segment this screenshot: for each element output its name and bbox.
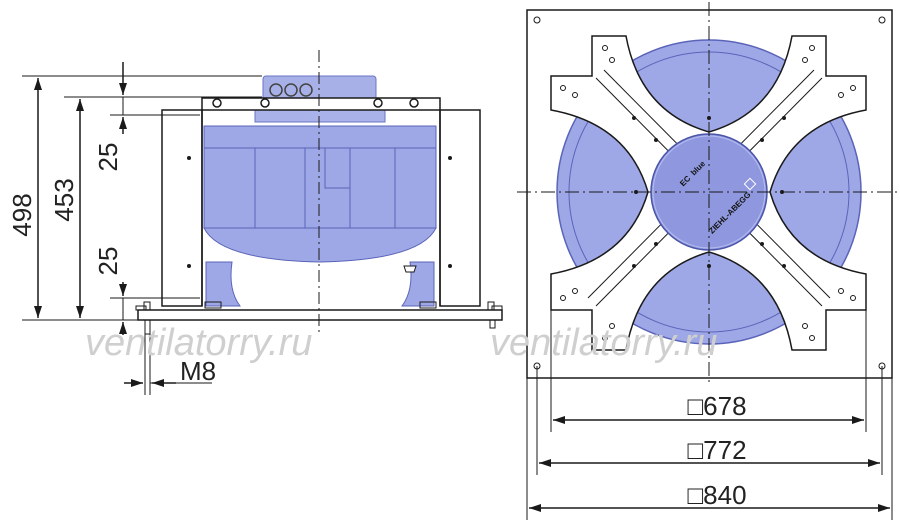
motor-badge-icon bbox=[743, 177, 757, 191]
corner-hole bbox=[533, 16, 541, 24]
bracket-bolt bbox=[212, 98, 222, 108]
watermark-left: ventilatorry.ru bbox=[85, 322, 312, 364]
dim-25-top-label: 25 bbox=[93, 143, 123, 172]
bracket-bolt bbox=[373, 98, 383, 108]
frame-upright bbox=[439, 109, 481, 307]
impeller-bottom bbox=[203, 227, 437, 263]
corner-hole bbox=[878, 16, 886, 24]
impeller-body bbox=[203, 125, 437, 229]
top-bracket bbox=[201, 97, 441, 111]
dim-25-bottom-label: 25 bbox=[93, 247, 123, 276]
dim-840-label: □840 bbox=[687, 480, 746, 510]
bracket-bolt bbox=[260, 98, 270, 108]
watermark-right: ventilatorry.ru bbox=[490, 322, 717, 364]
cable-gland bbox=[284, 83, 298, 97]
dim-453-label: 453 bbox=[49, 178, 79, 221]
bracket-bolt bbox=[409, 98, 419, 108]
dim-678-label: □678 bbox=[687, 391, 746, 421]
cable-gland bbox=[299, 83, 313, 97]
dim-m8-label: M8 bbox=[180, 356, 216, 386]
front-view: ZIEHL-ABEGG EC blue □678 □772 □840 bbox=[517, 2, 900, 520]
dim-498-label: 498 bbox=[7, 193, 37, 236]
side-view: 498 453 25 25 M8 bbox=[7, 50, 503, 395]
frame-upright bbox=[161, 109, 203, 307]
base-plate bbox=[137, 309, 503, 321]
cable-gland bbox=[269, 83, 283, 97]
dim-772-label: □772 bbox=[687, 435, 746, 465]
